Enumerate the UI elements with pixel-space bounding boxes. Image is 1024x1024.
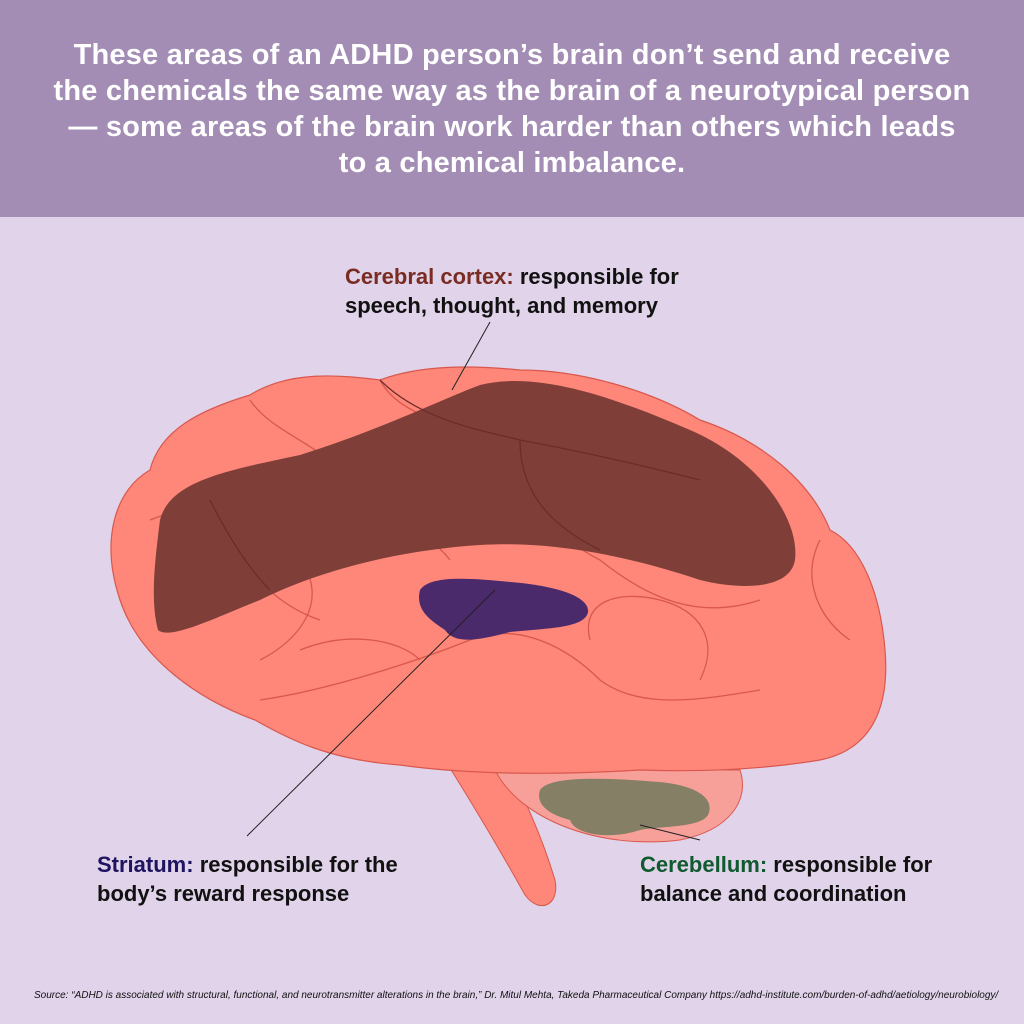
cerebellum-description: responsible for balance and coordination	[640, 852, 933, 906]
cerebellum-title: Cerebellum:	[640, 852, 768, 877]
cortex-label: Cerebral cortex: responsible for speech,…	[345, 262, 695, 320]
cortex-description: responsible for speech, thought, and mem…	[345, 264, 679, 318]
cortex-title: Cerebral cortex:	[345, 264, 514, 289]
cerebellum-region	[539, 778, 710, 836]
cortex-pointer-line	[451, 321, 491, 391]
cerebellum-pointer-line	[639, 824, 701, 841]
striatum-region	[419, 578, 589, 640]
cerebral-cortex-region	[153, 381, 796, 633]
striatum-title: Striatum:	[97, 852, 194, 877]
striatum-pointer-line	[246, 589, 496, 837]
header-emphasis: chemical imbalance.	[399, 146, 686, 179]
header-text: These areas of an ADHD person’s brain do…	[53, 38, 971, 179]
source-citation: Source: “ADHD is associated with structu…	[34, 990, 999, 1001]
striatum-label: Striatum: responsible for the body’s rew…	[97, 850, 407, 908]
striatum-description: responsible for the body’s reward respon…	[97, 852, 398, 906]
cerebellum-label: Cerebellum: responsible for balance and …	[640, 850, 970, 908]
header-banner: These areas of an ADHD person’s brain do…	[0, 0, 1024, 217]
